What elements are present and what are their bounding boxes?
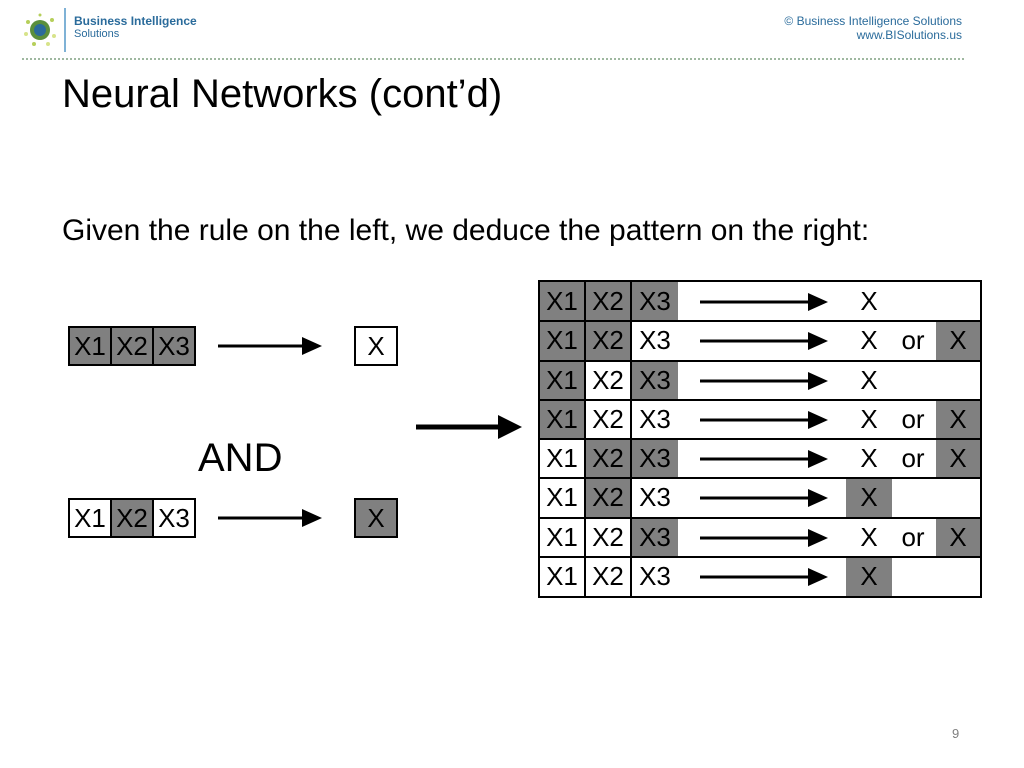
pattern-cell-x3: X3 [632, 282, 678, 321]
pattern-cell-x1: X1 [540, 360, 586, 400]
pattern-or-label: or [901, 403, 925, 434]
row-divider [540, 477, 980, 480]
copyright-text: © Business Intelligence Solutions [784, 14, 962, 28]
slide-title: Neural Networks (cont’d) [62, 72, 503, 116]
rule-1-cell-x2: X2 [110, 326, 154, 366]
pattern-arrow-icon [700, 567, 828, 586]
rule-2-inputs: X1 X2 X3 [68, 498, 196, 538]
pattern-cell-x2: X2 [586, 360, 632, 400]
website-link[interactable]: www.BISolutions.us [856, 28, 962, 42]
pattern-cell-x2: X2 [586, 399, 632, 439]
rule-1-arrow-icon [218, 337, 322, 355]
pattern-arrow-icon [700, 410, 828, 429]
rule-2-arrow-icon [218, 509, 322, 527]
pattern-arrow-icon [700, 371, 828, 390]
slide-subtitle: Given the rule on the left, we deduce th… [62, 214, 870, 247]
pattern-cell-x3: X3 [639, 560, 671, 591]
row-divider [540, 516, 980, 519]
pattern-or-label: or [901, 443, 925, 473]
company-logo-icon [24, 13, 56, 46]
pattern-output-primary: X [860, 325, 878, 356]
pattern-cell-x1: X1 [540, 439, 586, 478]
company-name-sub: Solutions [74, 28, 120, 40]
pattern-output-primary: X [860, 521, 878, 552]
pattern-cell-x3: X3 [639, 482, 671, 513]
row-divider [540, 359, 980, 362]
rule-2-output: X [354, 498, 398, 538]
pattern-output-primary: X [860, 286, 878, 316]
pattern-arrow-icon [700, 293, 828, 311]
pattern-output-primary: X [860, 443, 878, 473]
pattern-cell-x2: X2 [586, 321, 632, 361]
pattern-cell-x3: X3 [632, 439, 678, 478]
pattern-output-alternative: X [936, 321, 980, 361]
pattern-output-alternative: X [936, 399, 980, 439]
pattern-output-alternative: X [936, 517, 980, 557]
pattern-cell-x2: X2 [586, 517, 632, 557]
rule-2-cell-x1: X1 [68, 498, 112, 538]
pattern-arrow-icon [700, 332, 828, 351]
pattern-cell-x2: X2 [586, 282, 632, 321]
rule-2-cell-x2: X2 [110, 498, 154, 538]
rule-1-cell-x3: X3 [152, 326, 196, 366]
pattern-output-alternative: X [936, 439, 980, 478]
pattern-cell-x3: X3 [639, 403, 671, 434]
row-divider [540, 398, 980, 401]
and-label: AND [198, 436, 283, 480]
pattern-cell-x1: X1 [540, 282, 586, 321]
deduction-arrow-icon [416, 415, 522, 439]
pattern-output-primary: X [846, 478, 892, 518]
pattern-output-primary: X [860, 364, 878, 395]
row-divider [540, 320, 980, 323]
pattern-cell-x1: X1 [540, 478, 586, 518]
pattern-cell-x1: X1 [540, 321, 586, 361]
pattern-cell-x1: X1 [540, 399, 586, 439]
row-divider [540, 555, 980, 558]
row-divider [540, 438, 980, 440]
pattern-cell-x1: X1 [540, 517, 586, 557]
pattern-cell-x2: X2 [586, 439, 632, 478]
rule-1-cell-x1: X1 [68, 326, 112, 366]
pattern-cell-x3: X3 [632, 517, 678, 557]
rule-1-inputs: X1 X2 X3 [68, 326, 196, 366]
pattern-output-primary: X [860, 403, 878, 434]
pattern-cell-x3: X3 [639, 325, 671, 356]
pattern-cell-x1: X1 [540, 556, 586, 596]
pattern-output-primary: X [846, 556, 892, 596]
pattern-cell-x3: X3 [632, 360, 678, 400]
pattern-arrow-icon [700, 450, 828, 468]
pattern-arrow-icon [700, 528, 828, 547]
logo-divider [64, 8, 66, 52]
pattern-cell-x2: X2 [586, 556, 632, 596]
header-divider [22, 58, 964, 60]
pattern-arrow-icon [700, 489, 828, 508]
pattern-or-label: or [901, 325, 925, 356]
company-name: Business Intelligence [74, 14, 197, 28]
pattern-cell-x2: X2 [586, 478, 632, 518]
rule-2-cell-x3: X3 [152, 498, 196, 538]
pattern-or-label: or [901, 521, 925, 552]
rule-1-output: X [354, 326, 398, 366]
page-number: 9 [952, 726, 960, 741]
